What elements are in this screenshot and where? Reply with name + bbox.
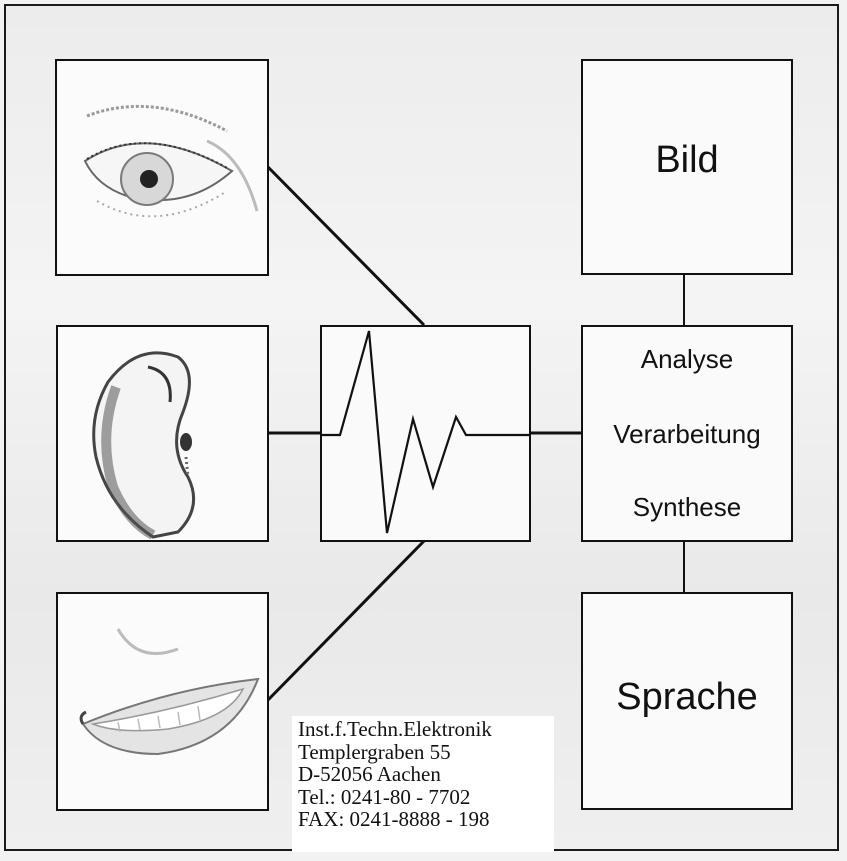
- address-line-street: Templergraben 55: [298, 741, 554, 764]
- eye-image-box: [55, 59, 269, 276]
- address-line-city: D-52056 Aachen: [298, 763, 554, 786]
- bild-label: Bild: [583, 139, 791, 182]
- stage-analyse: Analyse: [583, 344, 791, 375]
- sprache-box: Sprache: [581, 592, 793, 810]
- line-mouth-to-signal: [268, 541, 424, 700]
- line-eye-to-signal: [268, 167, 424, 325]
- mouth-icon: [58, 594, 267, 809]
- process-box: Analyse Verarbeitung Synthese: [581, 325, 793, 542]
- signal-box: [320, 325, 531, 542]
- ear-icon: [58, 327, 267, 540]
- address-line-fax: FAX: 0241-8888 - 198: [298, 808, 554, 831]
- address-block: Inst.f.Techn.Elektronik Templergraben 55…: [292, 716, 554, 852]
- address-line-phone: Tel.: 0241-80 - 7702: [298, 786, 554, 809]
- waveform-icon: [322, 327, 529, 540]
- stage-verarbeitung: Verarbeitung: [583, 419, 791, 450]
- sprache-label: Sprache: [583, 676, 791, 719]
- mouth-image-box: [56, 592, 269, 811]
- stage-synthese: Synthese: [583, 492, 791, 523]
- address-line-institute: Inst.f.Techn.Elektronik: [298, 718, 554, 741]
- bild-box: Bild: [581, 59, 793, 275]
- eye-icon: [57, 61, 267, 274]
- ear-image-box: [56, 325, 269, 542]
